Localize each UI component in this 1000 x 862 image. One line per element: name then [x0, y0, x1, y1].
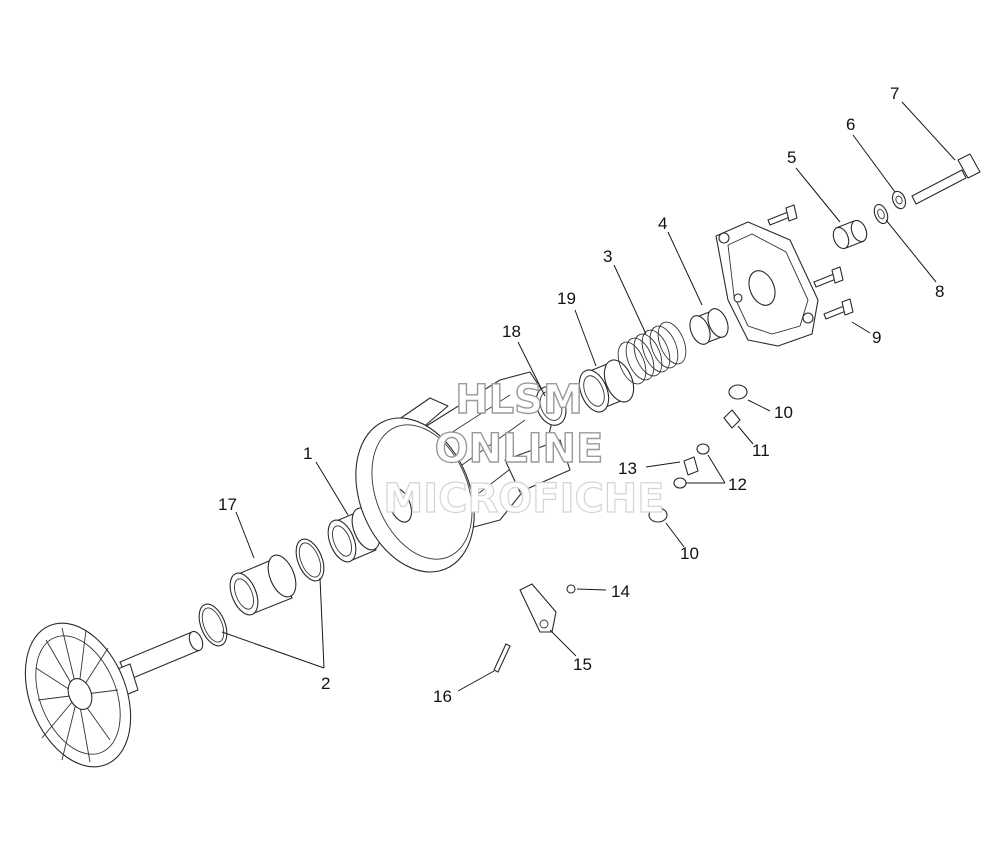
callout-18: 18	[502, 322, 521, 341]
washer-12-lower	[673, 477, 687, 489]
callout-6: 6	[846, 115, 855, 134]
long-bolt-7	[911, 153, 981, 205]
washer-8	[873, 203, 889, 225]
callout-2: 2	[321, 674, 330, 693]
watermark: HLSM ONLINE MICROFICHE	[383, 376, 665, 522]
callout-11: 11	[752, 441, 770, 460]
bushing-5	[832, 219, 868, 250]
callout-10-upper: 10	[774, 403, 793, 422]
sheave-face	[355, 417, 475, 573]
o-ring-lower	[198, 603, 228, 647]
sleeve-17	[229, 554, 297, 616]
callout-10-lower: 10	[680, 544, 699, 563]
callout-8: 8	[935, 282, 944, 301]
bolt-middle	[813, 266, 844, 288]
cover-plate	[715, 221, 819, 347]
leader-lines	[221, 101, 956, 692]
watermark-line-1: HLSM	[455, 377, 583, 423]
callout-5: 5	[787, 148, 796, 167]
sheave-bore	[387, 487, 413, 523]
watermark-line-2: ONLINE	[435, 426, 604, 472]
callout-15: 15	[573, 655, 592, 674]
callout-1: 1	[303, 444, 312, 463]
bolt-top	[767, 204, 798, 226]
callout-9: 9	[872, 328, 881, 347]
bushing-4	[689, 308, 729, 345]
roller-13	[683, 456, 699, 476]
pin-16	[493, 643, 511, 673]
movable-sheave	[355, 371, 571, 573]
bushing-1	[327, 507, 381, 563]
callout-3: 3	[603, 247, 612, 266]
callout-16: 16	[433, 687, 452, 706]
fan-hub	[67, 678, 93, 710]
spring-seat-19	[578, 359, 635, 413]
callout-13: 13	[618, 459, 637, 478]
spring-3	[617, 321, 687, 385]
cap-10-upper	[728, 384, 748, 400]
o-ring-upper	[295, 538, 325, 582]
callout-19: 19	[557, 289, 576, 308]
sheave-lug-right	[504, 439, 571, 493]
callout-14: 14	[611, 582, 630, 601]
washer-12-upper	[696, 443, 710, 455]
watermark-line-3: MICROFICHE	[383, 476, 664, 522]
callout-7: 7	[890, 84, 899, 103]
nut-14	[566, 584, 576, 594]
shaft-end	[188, 630, 204, 652]
callout-labels: 1 2 3 4 5 6 7 8 9 10 10 11 12 13 14 15 1…	[218, 84, 944, 706]
seal-ring-18	[535, 386, 567, 426]
fan-rim	[35, 635, 121, 755]
callout-12: 12	[728, 475, 747, 494]
washer-6	[891, 190, 907, 210]
cover-hub	[748, 270, 776, 306]
callout-4: 4	[658, 214, 667, 233]
drive-face-assembly	[24, 622, 204, 768]
callout-17: 17	[218, 495, 237, 514]
bolt-9	[823, 298, 854, 320]
pin-11	[723, 409, 741, 429]
cap-10-lower	[648, 507, 668, 523]
weight-arm-15	[519, 583, 557, 633]
